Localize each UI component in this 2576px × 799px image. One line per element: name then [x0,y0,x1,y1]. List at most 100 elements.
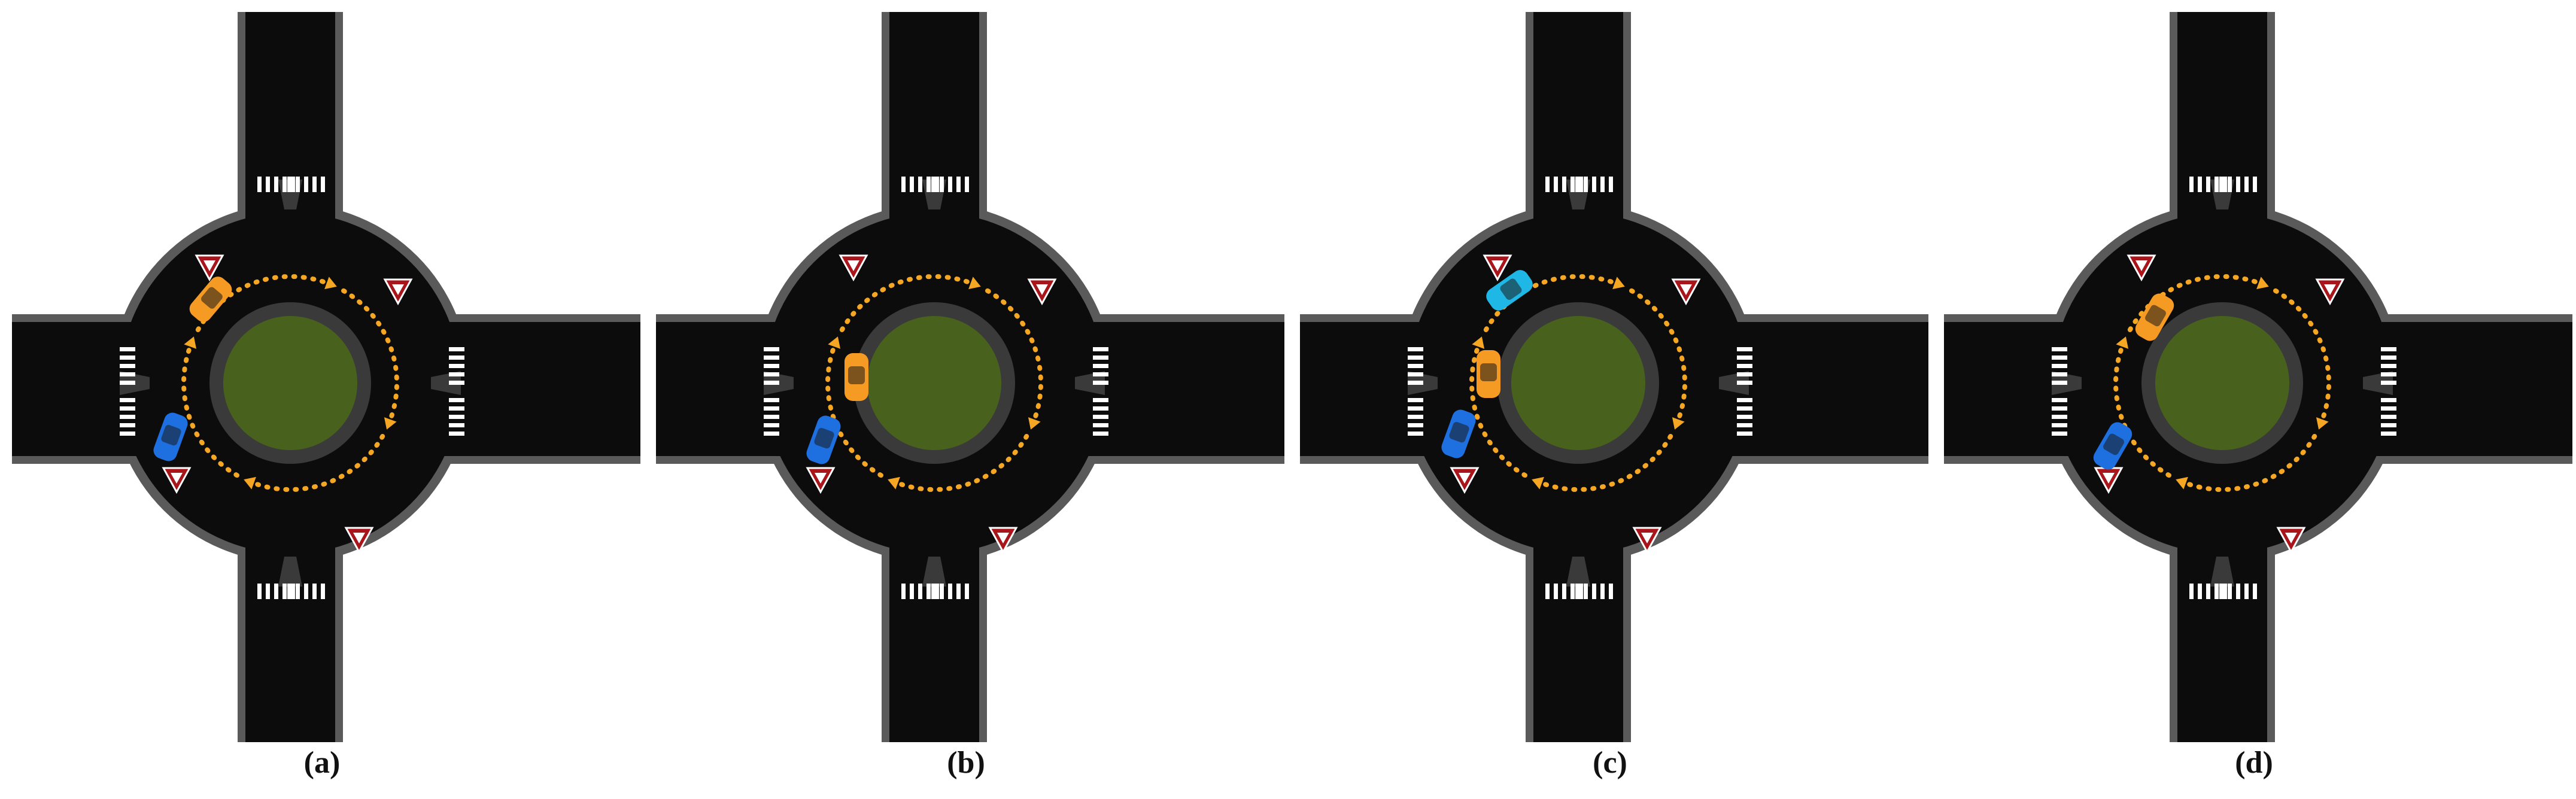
crosswalk-stripe [2223,584,2227,599]
crosswalk-stripe [257,584,262,599]
crosswalk-stripe [2219,177,2223,192]
circulation-arrowhead-0 [324,277,337,290]
circulation-arc-2 [2183,434,2317,492]
crosswalk-stripe [1408,347,1423,351]
car-windshield [201,287,223,309]
crosswalk-stripe [1408,398,1423,402]
crosswalk-stripe [1093,423,1108,427]
crosswalk-south [901,584,939,599]
panel-caption-a: (a) [303,746,341,780]
crosswalk-stripe [2052,406,2067,411]
crosswalk-stripe [1584,584,1588,599]
crosswalk-stripe [948,584,952,599]
circulation-arrowhead-1 [1672,417,1685,430]
crosswalk-stripe [926,584,931,599]
crosswalk-stripe [1600,177,1605,192]
car-windshield [1500,278,1522,300]
crosswalk-stripe [2214,584,2219,599]
crosswalk-stripe [296,177,300,192]
car-windshield [161,424,181,446]
crosswalk-stripe [449,364,464,368]
crosswalk-stripe [1545,584,1550,599]
yield-sign-inner [203,260,215,271]
circulation-arrowhead-0 [2256,277,2269,290]
crosswalk-south [2189,584,2227,599]
crosswalk-stripe [282,177,287,192]
crosswalk-stripe [1592,177,1596,192]
yield-sign-icon [1632,527,1662,554]
crosswalk-stripe [1562,584,1566,599]
crosswalk-stripe [2381,423,2396,427]
crosswalk-stripe [1408,432,1423,436]
crosswalk-stripe [1408,423,1423,427]
yield-sign-icon [2315,278,2345,306]
crosswalk-stripe [2253,177,2257,192]
car-icon-blue [1441,409,1476,458]
crosswalk-stripe [935,584,939,599]
crosswalk-stripe [764,347,779,351]
crosswalk-stripe [1093,347,1108,351]
yield-sign-inner [1491,260,1503,271]
crosswalk-stripe [2381,381,2396,385]
crosswalk-west-2 [2052,398,2067,436]
crosswalk-stripe [2052,347,2067,351]
circulation-arrowhead-3 [2116,336,2129,349]
yield-sign-icon [806,467,836,494]
circulation-arc-3 [181,344,239,478]
crosswalk-stripe [1600,584,1605,599]
crosswalk-stripe [2381,398,2396,402]
crosswalk-stripe [918,177,922,192]
crosswalk-south-2 [931,584,969,599]
crosswalk-stripe [1093,432,1108,436]
crosswalk-stripe [764,356,779,360]
crosswalk-stripe [1737,432,1752,436]
crosswalk-stripe [2253,584,2257,599]
crosswalk-stripe [2052,372,2067,376]
crosswalk-stripe [764,364,779,368]
yield-sign-icon [1027,278,1057,306]
yield-sign-inner [1036,284,1048,295]
circulation-arc-2 [251,434,385,492]
splitter-island-south [1566,557,1590,587]
crosswalk-stripe [764,423,779,427]
roundabout-0 [12,12,640,742]
crosswalk-south-2 [2219,584,2257,599]
crosswalk-stripe [940,177,944,192]
crosswalk-stripe [965,177,969,192]
car-windshield [2103,433,2124,455]
car-icon-blue [2093,422,2133,470]
yield-sign-icon [1450,467,1480,494]
splitter-island-east [431,371,461,395]
circulation-arrowhead-3 [828,336,841,349]
crosswalk-stripe [2052,356,2067,360]
crosswalk-stripe [1575,177,1579,192]
circulation-arc-0 [839,274,973,332]
crosswalk-stripe [312,584,317,599]
yield-sign-icon [2127,254,2156,282]
yield-sign-inner [392,284,404,295]
circulation-arrowhead-1 [2316,417,2329,430]
crosswalk-stripe [2381,347,2396,351]
crosswalk-stripe [282,584,287,599]
crosswalk-stripe [1093,415,1108,419]
crosswalk-stripe [120,432,135,436]
circulation-arc-1 [985,288,1043,422]
crosswalk-stripe [1093,372,1108,376]
crosswalk-stripe [965,584,969,599]
crosswalk-east-2 [1093,398,1108,436]
circulation-arc-1 [1629,288,1687,422]
crosswalk-west [2052,347,2067,385]
crosswalk-stripe [120,347,135,351]
crosswalk-stripe [1579,177,1583,192]
car-icon-cyan [1486,270,1533,311]
crosswalk-stripe [2228,584,2232,599]
yield-sign-icon [2276,527,2306,554]
crosswalk-stripe [1093,398,1108,402]
crosswalk-stripe [120,364,135,368]
crosswalk-stripe [2381,415,2396,419]
yield-sign-icon [162,467,192,494]
crosswalk-north [257,177,295,192]
central-island-grass [1511,316,1645,450]
crosswalk-stripe [1093,356,1108,360]
crosswalk-stripe [2189,177,2194,192]
